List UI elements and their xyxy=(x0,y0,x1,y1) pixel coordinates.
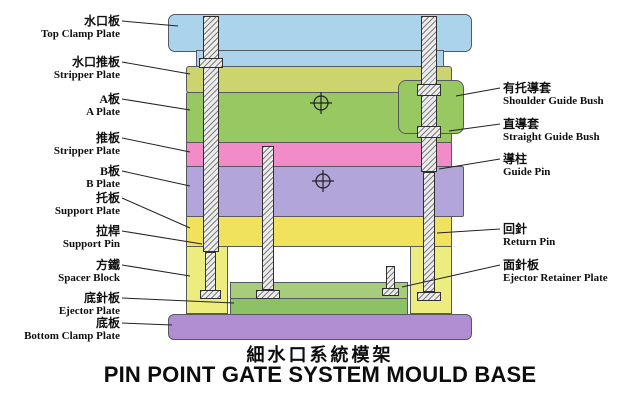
label-cn: 底板 xyxy=(95,316,120,330)
return-pin-foot xyxy=(417,292,441,301)
label-cn: B板 xyxy=(99,164,120,178)
label-cn: 直導套 xyxy=(503,117,540,131)
label-stripper-plate-top: 水口推板 Stripper Plate xyxy=(54,55,120,82)
label-ejector-retainer-plate: 面針板 Ejector Retainer Plate xyxy=(503,258,608,285)
leader-line xyxy=(121,98,191,111)
label-shoulder-guide-bush: 有托導套 Shoulder Guide Bush xyxy=(503,81,604,108)
label-cn: 拉桿 xyxy=(95,224,120,238)
label-en: Stripper Plate xyxy=(53,145,120,157)
label-guide-pin: 導柱 Guide Pin xyxy=(503,152,550,179)
leader-line xyxy=(121,61,191,75)
leader-line xyxy=(121,170,191,187)
return-pin xyxy=(423,172,435,292)
label-support-pin: 拉桿 Support Pin xyxy=(63,224,120,251)
label-support-plate: 托板 Support Plate xyxy=(55,191,120,218)
label-stripper-plate-mid: 推板 Stripper Plate xyxy=(54,131,120,158)
label-en: Ejector Retainer Plate xyxy=(503,272,608,284)
support-pin xyxy=(203,16,219,252)
straight-guide-bush xyxy=(417,126,441,138)
label-en: Support Plate xyxy=(54,205,120,217)
support-pin-shoulder xyxy=(199,58,223,68)
label-top-clamp-plate: 水口板 Top Clamp Plate xyxy=(41,14,120,41)
ejector-pin-right-foot xyxy=(382,288,399,296)
center-pin-foot xyxy=(256,290,280,299)
label-ejector-plate: 底針板 Ejector Plate xyxy=(59,291,120,318)
label-cn: A板 xyxy=(99,92,120,106)
diagram-title-english: PIN POINT GATE SYSTEM MOULD BASE xyxy=(103,362,537,387)
leader-line xyxy=(121,264,191,277)
label-return-pin: 回針 Return Pin xyxy=(503,222,555,249)
label-bottom-clamp-plate: 底板 Bottom Clamp Plate xyxy=(24,316,120,343)
leader-line xyxy=(121,137,191,153)
label-en: Return Pin xyxy=(503,236,556,248)
label-a-plate: A板 A Plate xyxy=(86,92,120,119)
label-cn: 底針板 xyxy=(83,291,120,305)
label-spacer-block: 方鐵 Spacer Block xyxy=(58,258,120,285)
top-clamp-plate-step xyxy=(196,50,444,67)
label-en: Shoulder Guide Bush xyxy=(503,95,604,107)
label-b-plate: B板 B Plate xyxy=(86,164,120,191)
shoulder-guide-bush xyxy=(417,84,441,96)
diagram-title-chinese: 細水口系統模架 xyxy=(246,345,394,365)
label-en: B Plate xyxy=(86,178,120,190)
label-cn: 方鐵 xyxy=(95,258,120,272)
label-straight-guide-bush: 直導套 Straight Guide Bush xyxy=(503,117,600,144)
ejector-plate xyxy=(230,298,408,315)
label-en: Ejector Plate xyxy=(58,305,120,317)
label-cn: 推板 xyxy=(95,131,120,145)
label-cn: 導柱 xyxy=(503,152,528,166)
center-pin xyxy=(262,146,274,290)
label-en: Spacer Block xyxy=(58,272,120,284)
label-en: Top Clamp Plate xyxy=(40,28,120,40)
label-cn: 回針 xyxy=(503,222,528,236)
label-cn: 面針板 xyxy=(503,258,540,272)
label-en: Stripper Plate xyxy=(53,69,120,81)
label-en: A Plate xyxy=(86,106,120,118)
ejector-pin-left xyxy=(205,252,216,292)
ejector-pin-left-foot xyxy=(200,290,221,299)
label-cn: 托板 xyxy=(95,191,120,205)
support-plate xyxy=(186,216,452,247)
label-en: Guide Pin xyxy=(503,166,551,178)
bottom-clamp-plate xyxy=(168,314,472,340)
label-en: Straight Guide Bush xyxy=(503,131,600,143)
label-cn: 水口板 xyxy=(83,14,120,28)
stripper-plate-mid xyxy=(186,142,452,167)
label-cn: 有托導套 xyxy=(503,81,552,95)
label-en: Bottom Clamp Plate xyxy=(24,330,120,342)
label-en: Support Pin xyxy=(62,238,120,250)
label-cn: 水口推板 xyxy=(71,55,120,69)
leader-line xyxy=(121,322,173,326)
leader-line xyxy=(121,197,191,229)
